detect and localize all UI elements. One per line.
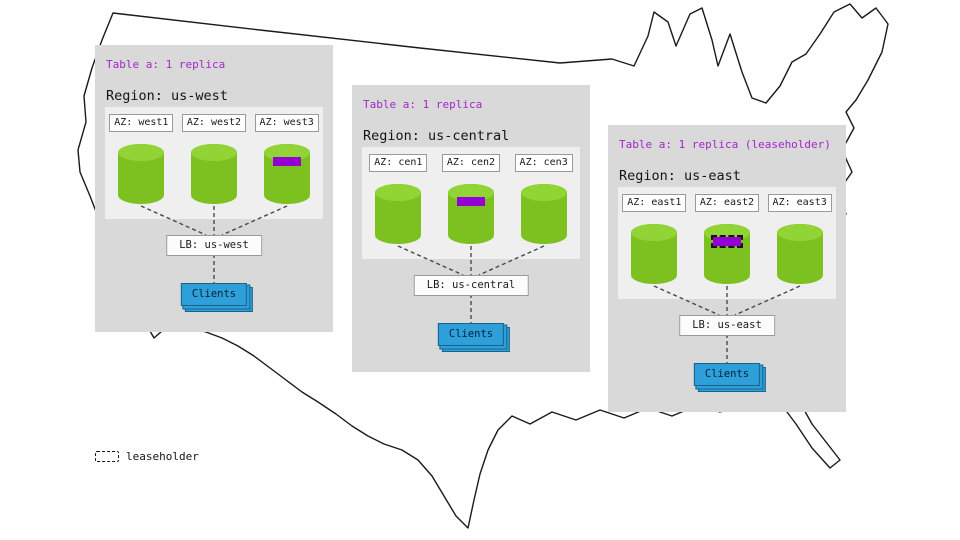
az-column: AZ: east1 (619, 194, 689, 299)
table-replica-label: Table a: 1 replica (106, 58, 226, 71)
database-cylinder-icon (375, 184, 422, 244)
table-replica-label: Table a: 1 replica (363, 98, 483, 111)
az-label: AZ: west2 (181, 114, 247, 132)
database-cylinder-icon (263, 144, 310, 204)
database-cylinder-icon (776, 224, 823, 284)
az-label: AZ: west3 (254, 114, 319, 132)
region-title: Region: us-central (363, 128, 510, 144)
table-replica-label: Table a: 1 replica (leaseholder) (619, 138, 831, 151)
az-column: AZ: east3 (765, 194, 835, 299)
az-label: AZ: cen1 (369, 154, 428, 172)
replica-marker (456, 197, 485, 206)
load-balancer-box: LB: us-east (679, 315, 775, 336)
az-container: AZ: west1 AZ: west2 AZ: west3 (105, 107, 323, 219)
database-cylinder-icon (447, 184, 494, 244)
clients-box: Clients (437, 323, 505, 346)
region-panel-us-central: Table a: 1 replica Region: us-central AZ… (352, 85, 590, 372)
database-cylinder-icon (631, 224, 678, 284)
load-balancer-box: LB: us-central (413, 275, 529, 296)
az-label: AZ: cen2 (441, 154, 501, 172)
database-cylinder-icon (118, 144, 165, 204)
region-title: Region: us-west (106, 88, 228, 104)
az-column: AZ: cen1 (363, 154, 433, 259)
region-panel-us-west: Table a: 1 replica Region: us-west AZ: w… (95, 45, 333, 332)
az-column: AZ: west1 (106, 114, 176, 219)
az-label: AZ: west1 (109, 114, 174, 132)
clients-box: Clients (693, 363, 761, 386)
legend-label: leaseholder (126, 450, 199, 463)
az-column: AZ: cen3 (509, 154, 579, 259)
replica-marker (272, 157, 301, 166)
leaseholder-legend-icon (95, 451, 119, 462)
az-column: AZ: east2 (692, 194, 762, 299)
az-container: AZ: cen1 AZ: cen2 AZ: cen3 (362, 147, 580, 259)
legend: leaseholder (95, 450, 199, 463)
database-cylinder-icon (520, 184, 567, 244)
az-label: AZ: cen3 (514, 154, 573, 172)
database-cylinder-icon (190, 144, 237, 204)
az-column: AZ: cen2 (436, 154, 506, 259)
leaseholder-replica-marker (710, 235, 743, 248)
az-container: AZ: east1 AZ: east2 AZ: east3 (618, 187, 836, 299)
clients-box: Clients (180, 283, 248, 306)
az-label: AZ: east3 (767, 194, 832, 212)
az-label: AZ: east2 (694, 194, 760, 212)
az-column: AZ: west2 (179, 114, 249, 219)
database-cylinder-icon (703, 224, 750, 284)
load-balancer-box: LB: us-west (166, 235, 262, 256)
region-panel-us-east: Table a: 1 replica (leaseholder) Region:… (608, 125, 846, 412)
region-title: Region: us-east (619, 168, 741, 184)
az-label: AZ: east1 (622, 194, 687, 212)
az-column: AZ: west3 (252, 114, 322, 219)
